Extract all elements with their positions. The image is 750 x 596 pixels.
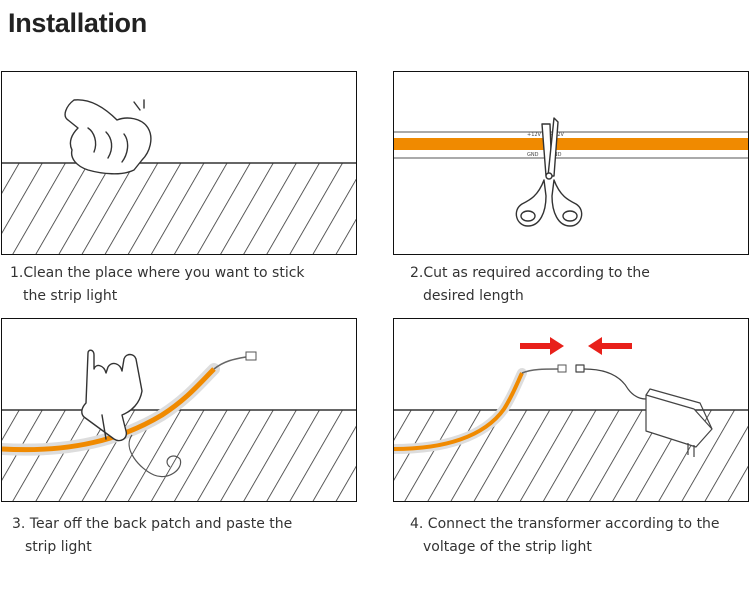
- step-3-caption: 3. Tear off the back patch and paste the…: [12, 513, 292, 559]
- step-3-illustration: [1, 318, 357, 502]
- hand-wiping-icon: [64, 99, 152, 175]
- wall-surface: [2, 410, 356, 501]
- step-4-caption-line1: 4. Connect the transformer according to …: [410, 516, 720, 532]
- step-3-caption-line1: 3. Tear off the back patch and paste the: [12, 516, 293, 532]
- step-2-caption: 2.Cut as required according to the desir…: [410, 262, 650, 308]
- wall-surface: [2, 163, 356, 254]
- page-title: Installation: [8, 8, 147, 38]
- strip-label-bottom-left: GND: [527, 152, 539, 158]
- step-4-caption-line2: voltage of the strip light: [423, 539, 592, 555]
- step-4-illustration: [393, 318, 749, 502]
- led-strip: [394, 364, 567, 454]
- step-2-caption-line1: 2.Cut as required according to the: [410, 265, 650, 281]
- strip-label-top-left: +12V: [527, 132, 542, 138]
- step-3-caption-line2: strip light: [25, 539, 92, 555]
- arrow-right-icon: [520, 337, 564, 355]
- scissors-icon: [515, 117, 583, 227]
- step-1-caption-line1: 1.Clean the place where you want to stic…: [10, 265, 305, 281]
- arrow-left-icon: [588, 337, 632, 355]
- power-adapter-icon: [575, 364, 713, 457]
- step-1-caption-line2: the strip light: [23, 288, 118, 304]
- led-strip: [2, 351, 257, 478]
- step-2-caption-line2: desired length: [423, 288, 524, 304]
- hand-pressing-icon: [81, 349, 143, 442]
- step-1-illustration: [1, 71, 357, 255]
- step-2-illustration: +12V +12V GND GND: [393, 71, 749, 255]
- step-4-caption: 4. Connect the transformer according to …: [410, 513, 720, 559]
- led-strip: [394, 131, 748, 159]
- step-1-caption: 1.Clean the place where you want to stic…: [10, 262, 305, 308]
